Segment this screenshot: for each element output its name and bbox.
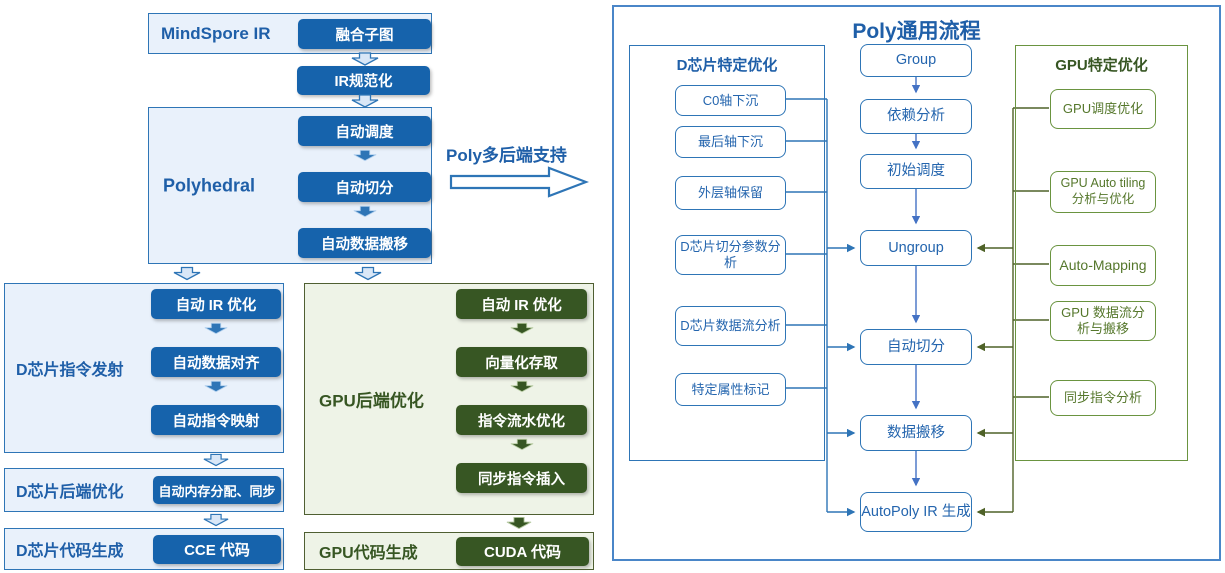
down-arrow-icon: [351, 52, 379, 66]
cuda-code-step: CUDA 代码: [456, 537, 589, 566]
gpu-vectorize-step: 向量化存取: [456, 347, 587, 377]
d-pipeline-panel: D芯片指令发射 自动 IR 优化 自动数据对齐 自动指令映射: [4, 283, 284, 453]
gpu-dataflow-move-node: GPU 数据流分析与搬移: [1050, 301, 1156, 341]
ir-normalize-step: IR规范化: [297, 66, 430, 95]
d-mem-sync-step: 自动内存分配、同步: [153, 476, 281, 504]
down-arrow-icon: [203, 453, 229, 467]
cce-code-step: CCE 代码: [153, 535, 281, 564]
down-arrow-icon: [353, 149, 377, 162]
down-arrow-icon: [353, 205, 377, 218]
d-codegen-panel: D芯片代码生成 CCE 代码: [4, 528, 284, 570]
polyhedral-label: Polyhedral: [163, 175, 256, 195]
d-pipeline-label: D芯片指令发射: [16, 362, 124, 379]
gpu-specific-column: GPU特定优化 GPU调度优化 GPU Auto tiling 分析与优化 Au…: [1015, 45, 1188, 461]
gpu-insn-pipeline-step: 指令流水优化: [456, 405, 587, 435]
down-arrow-icon: [506, 516, 532, 530]
d-auto-data-align-step: 自动数据对齐: [151, 347, 281, 377]
down-arrow-icon: [173, 266, 201, 281]
d-auto-insn-map-step: 自动指令映射: [151, 405, 281, 435]
gpu-sync-insert-step: 同步指令插入: [456, 463, 587, 493]
d-backend-panel: D芯片后端优化 自动内存分配、同步: [4, 468, 284, 512]
auto-mapping-node: Auto-Mapping: [1050, 245, 1156, 286]
auto-data-move-step: 自动数据搬移: [298, 228, 431, 258]
gpu-specific-title: GPU特定优化: [1055, 57, 1148, 74]
mindspore-ir-panel: MindSpore IR 融合子图: [148, 13, 432, 54]
auto-schedule-step: 自动调度: [298, 116, 431, 146]
auto-tiling-node: 自动切分: [860, 329, 972, 365]
down-arrow-icon: [510, 438, 534, 451]
d-auto-ir-opt-step: 自动 IR 优化: [151, 289, 281, 319]
auto-tiling-step: 自动切分: [298, 172, 431, 202]
poly-backend-arrow-label: Poly多后端支持: [446, 146, 567, 165]
gpu-backend-panel: GPU后端优化 自动 IR 优化 向量化存取 指令流水优化 同步指令插入: [304, 283, 594, 515]
dependency-analysis-node: 依赖分析: [860, 99, 972, 134]
last-axis-sink-node: 最后轴下沉: [675, 126, 786, 158]
poly-flow-title: Poly通用流程: [852, 20, 981, 43]
data-move-node: 数据搬移: [860, 415, 972, 451]
fuse-subgraph-step: 融合子图: [298, 19, 431, 49]
down-arrow-icon: [510, 380, 534, 393]
poly-flow-panel: Poly通用流程 D芯片特定优化 C0轴下沉 最后轴下沉 外层轴保留 D芯片切分…: [612, 5, 1221, 561]
sync-insn-analysis-node: 同步指令分析: [1050, 380, 1156, 416]
gpu-codegen-label: GPU代码生成: [319, 545, 418, 562]
d-codegen-label: D芯片代码生成: [16, 543, 124, 560]
down-arrow-icon: [510, 322, 534, 335]
c0-axis-sink-node: C0轴下沉: [675, 85, 786, 116]
outer-axis-keep-node: 外层轴保留: [675, 176, 786, 210]
down-arrow-icon: [354, 266, 382, 281]
down-arrow-icon: [204, 322, 228, 335]
d-tiling-param-node: D芯片切分参数分析: [675, 235, 786, 275]
gpu-backend-label: GPU后端优化: [319, 391, 424, 411]
gpu-auto-tiling-node: GPU Auto tiling 分析与优化: [1050, 171, 1156, 213]
autopoly-ir-gen-node: AutoPoly IR 生成: [860, 492, 972, 532]
initial-schedule-node: 初始调度: [860, 154, 972, 189]
connector-overlay: [785, 77, 1049, 517]
down-arrow-icon: [351, 94, 379, 108]
d-backend-label: D芯片后端优化: [16, 484, 124, 501]
gpu-codegen-panel: GPU代码生成 CUDA 代码: [304, 532, 594, 570]
d-dataflow-node: D芯片数据流分析: [675, 306, 786, 346]
down-arrow-icon: [204, 380, 228, 393]
gpu-auto-ir-opt-step: 自动 IR 优化: [456, 289, 587, 319]
d-specific-title: D芯片特定优化: [676, 57, 778, 74]
mindspore-ir-label: MindSpore IR: [161, 23, 271, 43]
ungroup-node: Ungroup: [860, 230, 972, 266]
right-block-arrow-icon: [449, 166, 589, 198]
down-arrow-icon: [203, 513, 229, 527]
gpu-schedule-opt-node: GPU调度优化: [1050, 89, 1156, 129]
group-node: Group: [860, 44, 972, 77]
polyhedral-panel: Polyhedral 自动调度 自动切分 自动数据搬移: [148, 107, 432, 264]
specific-attr-mark-node: 特定属性标记: [675, 373, 786, 406]
d-specific-column: D芯片特定优化 C0轴下沉 最后轴下沉 外层轴保留 D芯片切分参数分析 D芯片数…: [629, 45, 825, 461]
